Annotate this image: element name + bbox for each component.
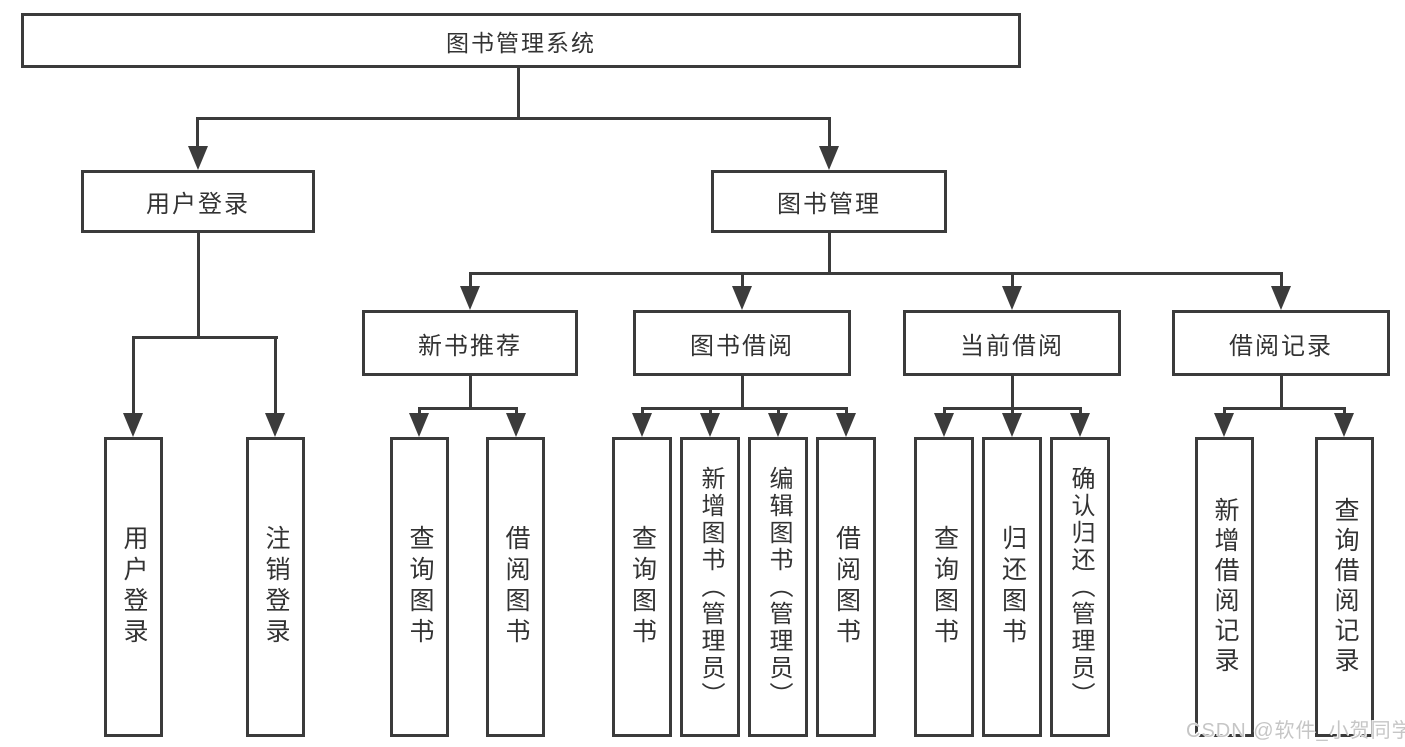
node-user-login: 用户登录 bbox=[81, 170, 315, 233]
leaf-query-books-borrow: 查询图书 bbox=[612, 437, 672, 737]
connector-line bbox=[828, 233, 831, 272]
connector-line bbox=[641, 407, 644, 413]
arrow-down-icon bbox=[123, 413, 143, 437]
connector-line bbox=[132, 336, 135, 413]
arrow-down-icon bbox=[265, 413, 285, 437]
node-current-borrow: 当前借阅 bbox=[903, 310, 1121, 376]
connector-line bbox=[274, 336, 277, 413]
leaf-query-books-recommend: 查询图书 bbox=[390, 437, 449, 737]
node-new-book-recommend: 新书推荐 bbox=[362, 310, 578, 376]
csdn-watermark: CSDN @软件_小贺同学 bbox=[1186, 720, 1405, 742]
arrow-down-icon bbox=[1214, 413, 1234, 437]
node-new-book-recommend-label: 新书推荐 bbox=[418, 332, 522, 360]
node-borrow-records-label: 借阅记录 bbox=[1229, 332, 1333, 360]
connector-line bbox=[741, 272, 744, 286]
connector-line bbox=[1223, 407, 1346, 410]
arrow-down-icon bbox=[409, 413, 429, 437]
leaf-label: 新增借阅记录 bbox=[1211, 497, 1239, 677]
connector-line bbox=[741, 376, 744, 407]
arrow-down-icon bbox=[188, 146, 208, 170]
connector-line bbox=[469, 376, 472, 407]
arrow-down-icon bbox=[836, 413, 856, 437]
leaf-logout: 注销登录 bbox=[246, 437, 305, 737]
connector-line bbox=[1343, 407, 1346, 413]
connector-line bbox=[196, 117, 831, 120]
arrow-down-icon bbox=[1271, 286, 1291, 310]
leaf-label: 查询图书 bbox=[930, 525, 959, 649]
connector-line bbox=[517, 68, 520, 117]
connector-line bbox=[418, 407, 518, 410]
connector-line bbox=[418, 407, 421, 413]
connector-line bbox=[197, 233, 200, 336]
connector-line bbox=[828, 117, 831, 146]
leaf-label: 查询图书 bbox=[406, 525, 434, 649]
leaf-query-borrow-record: 查询借阅记录 bbox=[1315, 437, 1374, 737]
leaf-add-book-admin: 新增图书（管理员） bbox=[680, 437, 740, 737]
node-user-login-label: 用户登录 bbox=[146, 191, 250, 218]
leaf-query-books-current: 查询图书 bbox=[914, 437, 974, 737]
node-book-management-label: 图书管理 bbox=[777, 191, 881, 218]
arrow-down-icon bbox=[732, 286, 752, 310]
leaf-edit-book-admin: 编辑图书（管理员） bbox=[748, 437, 808, 737]
node-book-borrow: 图书借阅 bbox=[633, 310, 851, 376]
node-book-management: 图书管理 bbox=[711, 170, 947, 233]
arrow-down-icon bbox=[819, 146, 839, 170]
connector-line bbox=[709, 407, 712, 413]
connector-line bbox=[943, 407, 946, 413]
connector-line bbox=[132, 336, 278, 339]
leaf-label: 查询图书 bbox=[628, 525, 657, 649]
connector-line bbox=[845, 407, 848, 413]
node-current-borrow-label: 当前借阅 bbox=[960, 332, 1064, 360]
leaf-user-login: 用户登录 bbox=[104, 437, 163, 737]
arrow-down-icon bbox=[506, 413, 526, 437]
connector-line bbox=[777, 407, 780, 413]
arrow-down-icon bbox=[1002, 413, 1022, 437]
arrow-down-icon bbox=[460, 286, 480, 310]
connector-line bbox=[1011, 376, 1014, 407]
connector-line bbox=[1011, 272, 1014, 286]
connector-line bbox=[196, 117, 199, 146]
connector-line bbox=[1079, 407, 1082, 413]
arrow-down-icon bbox=[768, 413, 788, 437]
leaf-borrow-books-recommend: 借阅图书 bbox=[486, 437, 545, 737]
node-borrow-records: 借阅记录 bbox=[1172, 310, 1390, 376]
arrow-down-icon bbox=[632, 413, 652, 437]
leaf-label: 新增图书（管理员） bbox=[697, 465, 724, 709]
arrow-down-icon bbox=[700, 413, 720, 437]
arrow-down-icon bbox=[934, 413, 954, 437]
leaf-label: 借阅图书 bbox=[832, 525, 861, 649]
leaf-label: 注销登录 bbox=[262, 525, 290, 649]
arrow-down-icon bbox=[1070, 413, 1090, 437]
connector-line bbox=[469, 272, 1282, 275]
leaf-label: 归还图书 bbox=[998, 525, 1027, 649]
leaf-label: 编辑图书（管理员） bbox=[765, 465, 792, 709]
leaf-label: 查询借阅记录 bbox=[1331, 497, 1359, 677]
connector-line bbox=[1011, 407, 1014, 413]
leaf-borrow-books-borrow: 借阅图书 bbox=[816, 437, 876, 737]
connector-line bbox=[469, 272, 472, 286]
connector-line bbox=[515, 407, 518, 413]
arrow-down-icon bbox=[1334, 413, 1354, 437]
leaf-label: 确认归还（管理员） bbox=[1067, 465, 1094, 709]
leaf-label: 用户登录 bbox=[120, 525, 148, 649]
leaf-add-borrow-record: 新增借阅记录 bbox=[1195, 437, 1254, 737]
node-book-borrow-label: 图书借阅 bbox=[690, 332, 794, 360]
connector-line bbox=[1280, 376, 1283, 407]
connector-line bbox=[1280, 272, 1283, 286]
leaf-return-books: 归还图书 bbox=[982, 437, 1042, 737]
leaf-label: 借阅图书 bbox=[502, 525, 530, 649]
connector-line bbox=[641, 407, 847, 410]
arrow-down-icon bbox=[1002, 286, 1022, 310]
leaf-confirm-return-admin: 确认归还（管理员） bbox=[1050, 437, 1110, 737]
connector-line bbox=[1223, 407, 1226, 413]
node-root-label: 图书管理系统 bbox=[446, 29, 596, 56]
node-root: 图书管理系统 bbox=[21, 13, 1021, 68]
